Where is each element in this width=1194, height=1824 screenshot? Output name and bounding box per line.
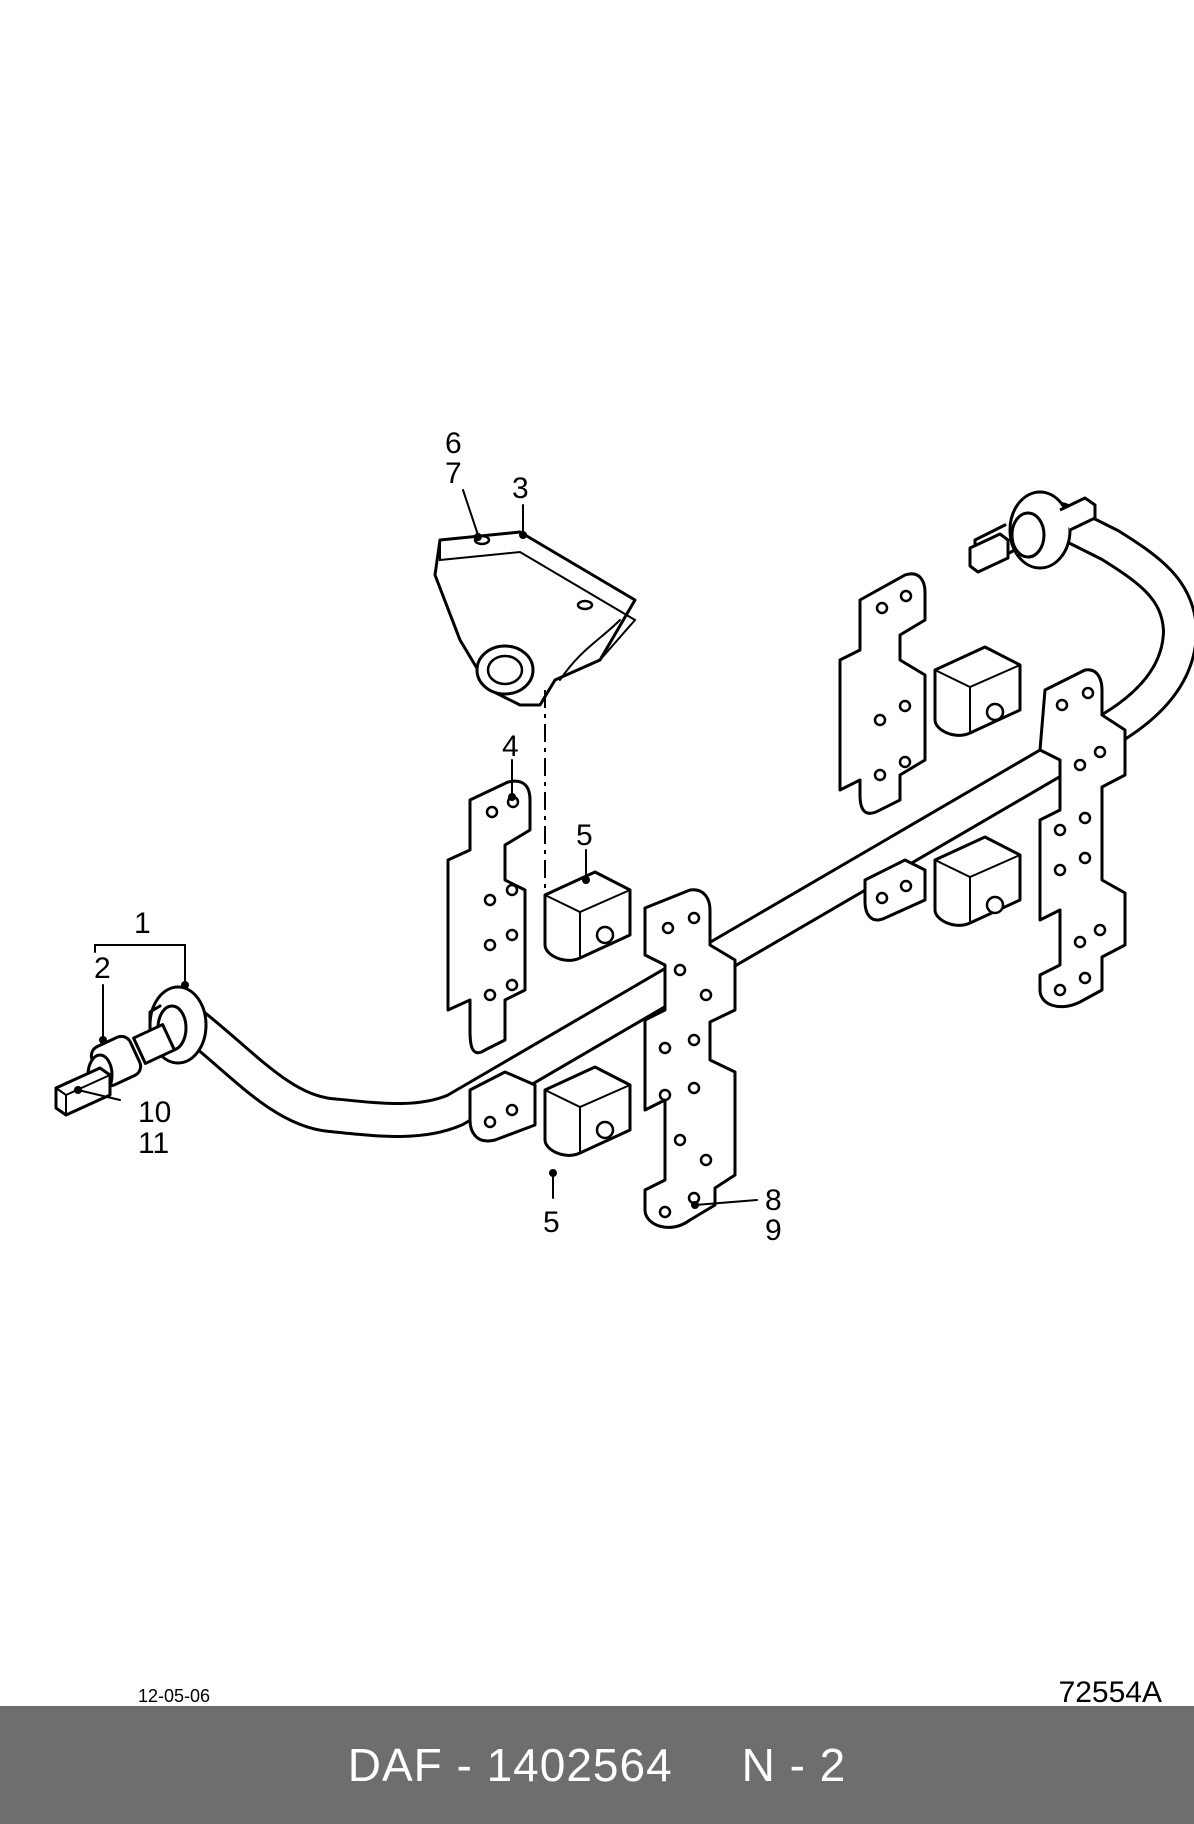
bushing-block-upper-left xyxy=(543,870,632,962)
footer-bar: DAF - 1402564 N - 2 xyxy=(0,1706,1194,1824)
callout-2: 2 xyxy=(94,952,111,985)
callout-1: 1 xyxy=(134,907,151,940)
callout-5-upper: 5 xyxy=(576,819,593,852)
upper-right-clamp-plate xyxy=(838,572,927,922)
right-bar-end-eye xyxy=(968,490,1097,574)
bushing-block-lower-right xyxy=(933,835,1022,927)
upper-mounting-bracket xyxy=(433,530,637,707)
callout-3: 3 xyxy=(512,472,529,505)
stabilizer-bar-exploded-diagram: 1 2 3 4 5 5 6 7 8 9 10 11 xyxy=(54,427,1194,1247)
drawing-date: 12-05-06 xyxy=(138,1686,211,1706)
callout-10: 10 xyxy=(138,1096,171,1129)
callout-5-lower: 5 xyxy=(543,1206,560,1239)
callout-9: 9 xyxy=(765,1214,782,1247)
bushing-block-upper-right xyxy=(933,645,1022,737)
right-clamp-plate xyxy=(1038,668,1127,1009)
left-clamp-plate xyxy=(446,779,537,1143)
callout-4: 4 xyxy=(502,730,519,763)
callout-8: 8 xyxy=(765,1184,782,1217)
footer-part-number: DAF - 1402564 N - 2 xyxy=(347,1739,847,1791)
figure-code: 72554A xyxy=(1058,1676,1162,1709)
callout-11: 11 xyxy=(138,1127,169,1160)
center-clamp-plate xyxy=(643,888,737,1229)
bushing-block-lower-left xyxy=(543,1065,632,1157)
stabilizer-bar xyxy=(167,502,1194,1138)
callout-7: 7 xyxy=(445,457,462,490)
leader-lines xyxy=(74,489,758,1209)
callout-6: 6 xyxy=(445,427,462,460)
